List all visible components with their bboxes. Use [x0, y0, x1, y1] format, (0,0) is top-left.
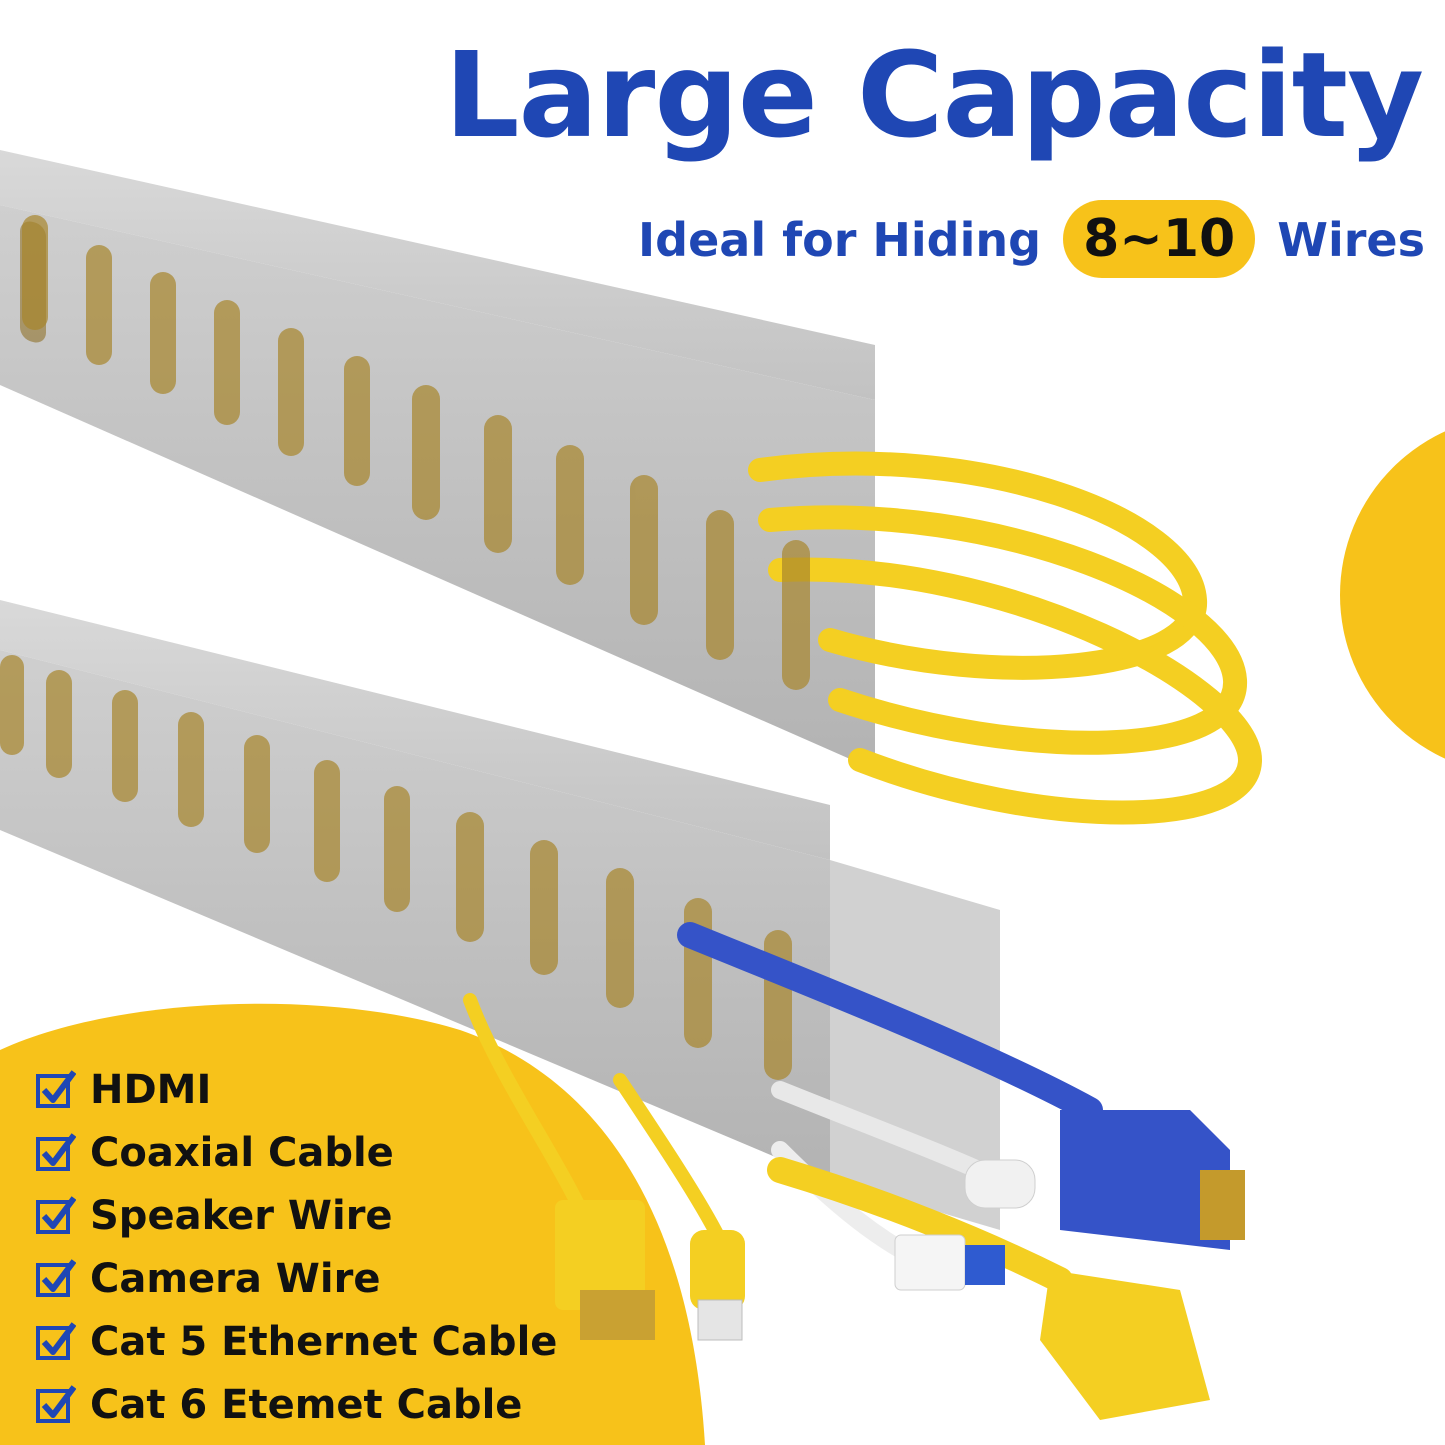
yellow-power-cable	[767, 1157, 1073, 1293]
vga-pins	[1200, 1170, 1245, 1240]
checkbox-check-icon	[36, 1258, 76, 1297]
cable-type-label: Speaker Wire	[90, 1192, 393, 1239]
list-item: Speaker Wire	[36, 1184, 557, 1247]
subtitle-after: Wires	[1277, 213, 1425, 267]
checkbox-check-icon	[36, 1069, 76, 1108]
rj45-boot	[690, 1230, 745, 1310]
connectors	[555, 1110, 1245, 1420]
cable-type-label: Coaxial Cable	[90, 1129, 394, 1176]
usb-a-plug	[894, 1234, 966, 1291]
cable-type-label: Camera Wire	[90, 1255, 381, 1302]
duct-top-slots-row	[22, 215, 810, 690]
headline-title: Large Capacity	[444, 26, 1424, 164]
power-plug	[1040, 1270, 1210, 1420]
list-item: HDMI	[36, 1058, 557, 1121]
cable-type-label: Cat 5 Ethernet Cable	[90, 1318, 558, 1365]
vga-connector	[1060, 1110, 1230, 1250]
yellow-ethernet-cable	[613, 1073, 727, 1247]
cable-duct-bottom	[0, 600, 1000, 1230]
list-item: Cat 6 Etemet Cable	[36, 1373, 557, 1436]
hdmi-plug	[555, 1200, 645, 1310]
wire-count-badge: 8~10	[1063, 200, 1256, 278]
accent-circle-right	[1340, 431, 1445, 759]
subtitle: Ideal for Hiding 8~10 Wires	[638, 200, 1425, 280]
hdmi-tip	[580, 1290, 655, 1340]
usb-c-plug	[964, 1159, 1036, 1209]
list-item: Coaxial Cable	[36, 1121, 557, 1184]
list-item: Camera Wire	[36, 1247, 557, 1310]
duct-top-lid	[0, 150, 875, 400]
checkbox-check-icon	[36, 1132, 76, 1171]
cable-type-label: Cat 6 Etemet Cable	[90, 1381, 523, 1428]
blue-vga-cable	[677, 922, 1103, 1123]
yellow-cable-coil	[748, 451, 1263, 825]
list-item: Cat 5 Ethernet Cable	[36, 1310, 557, 1373]
subtitle-before: Ideal for Hiding	[638, 213, 1042, 267]
usb-a-tip	[965, 1245, 1005, 1285]
cable-type-label: HDMI	[90, 1066, 212, 1113]
checkbox-check-icon	[36, 1321, 76, 1360]
checkbox-check-icon	[36, 1384, 76, 1423]
rj45-tip	[697, 1299, 743, 1341]
compatible-cable-list: HDMI Coaxial Cable Speaker Wire Camera W…	[36, 1058, 557, 1436]
checkbox-check-icon	[36, 1195, 76, 1234]
duct-bottom-slots-row	[0, 655, 792, 1080]
